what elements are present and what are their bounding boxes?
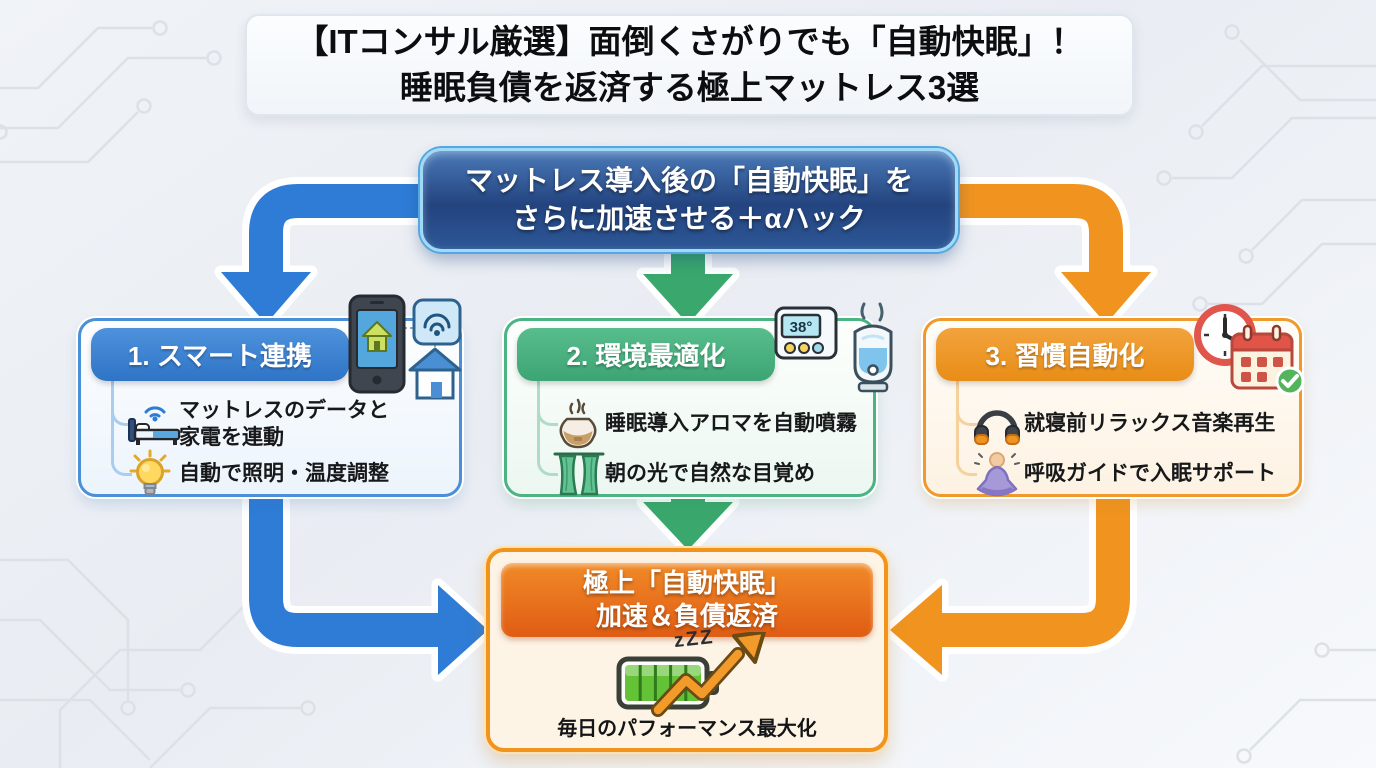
arrow-step3-to-outcome [936, 490, 1137, 654]
arrow-hub-to-step3 [936, 177, 1130, 278]
step3-item1-text: 就寝前リラックス音楽再生 [1024, 412, 1276, 435]
headphones-icon [974, 410, 1020, 445]
outcome-header: 極上「自動快眠」 加速＆負債返済 [501, 563, 873, 637]
step3-item2-text: 呼吸ガイドで入眠サポート [1024, 462, 1276, 485]
battery-icon [616, 656, 719, 710]
outcome-line2: 加速＆負債返済 [595, 601, 778, 631]
hub-line2: さらに加速させる＋αハック [512, 203, 866, 234]
step1-connector-2 [111, 379, 132, 476]
curtains-icon [553, 452, 605, 496]
title-line1: 【ITコンサル厳選】面倒くさがりでも「自動快眠」！ [295, 23, 1084, 60]
step3-box: 3. 習慣自動化 就寝前リラックス音楽再生 呼吸ガイドで入眠サポート [923, 318, 1302, 497]
step1-header: 1. スマート連携 [91, 328, 349, 381]
outcome-caption: 毎日のパフォーマンス最大化 [557, 718, 817, 740]
step1-box: 1. スマート連携 マットレスのデータと家電を連動 自動で照明・温度調整 [78, 318, 462, 497]
step2-item1-text: 睡眠導入アロマを自動噴霧 [605, 412, 857, 435]
outcome-box: 極上「自動快眠」 加速＆負債返済 zZZ 毎日のパフォーマンス最大化 [486, 548, 888, 752]
step1-item2-text: 自動で照明・温度調整 [179, 462, 389, 485]
light-bulb-icon [129, 449, 171, 495]
step2-connector-2 [537, 379, 558, 476]
aroma-diffuser-icon [559, 398, 597, 449]
step2-header: 2. 環境最適化 [517, 328, 775, 381]
meditation-icon [974, 452, 1020, 497]
title-banner: 【ITコンサル厳選】面倒くさがりでも「自動快眠」！ 睡眠負債を返済する極上マット… [245, 14, 1134, 116]
step2-item2-text: 朝の光で自然な目覚め [605, 462, 815, 485]
bed-wifi-icon [128, 406, 181, 445]
hub-box: マットレス導入後の「自動快眠」を さらに加速させる＋αハック [420, 148, 958, 252]
outcome-line1: 極上「自動快眠」 [582, 568, 791, 598]
step2-box: 2. 環境最適化 睡眠導入アロマを自動噴霧 朝の光で自然な目覚め [504, 318, 876, 497]
arrow-hub-to-step1 [242, 177, 444, 278]
step1-item1-text: マットレスのデータと家電を連動 [179, 399, 389, 449]
arrow-step1-to-outcome [242, 490, 444, 654]
zzz-label: zZZ [672, 625, 716, 653]
step3-connector-2 [956, 379, 977, 476]
title-line2: 睡眠負債を返済する極上マットレス3選 [399, 69, 980, 106]
hub-line1: マットレス導入後の「自動快眠」を [464, 165, 913, 196]
step3-header: 3. 習慣自動化 [936, 328, 1194, 381]
